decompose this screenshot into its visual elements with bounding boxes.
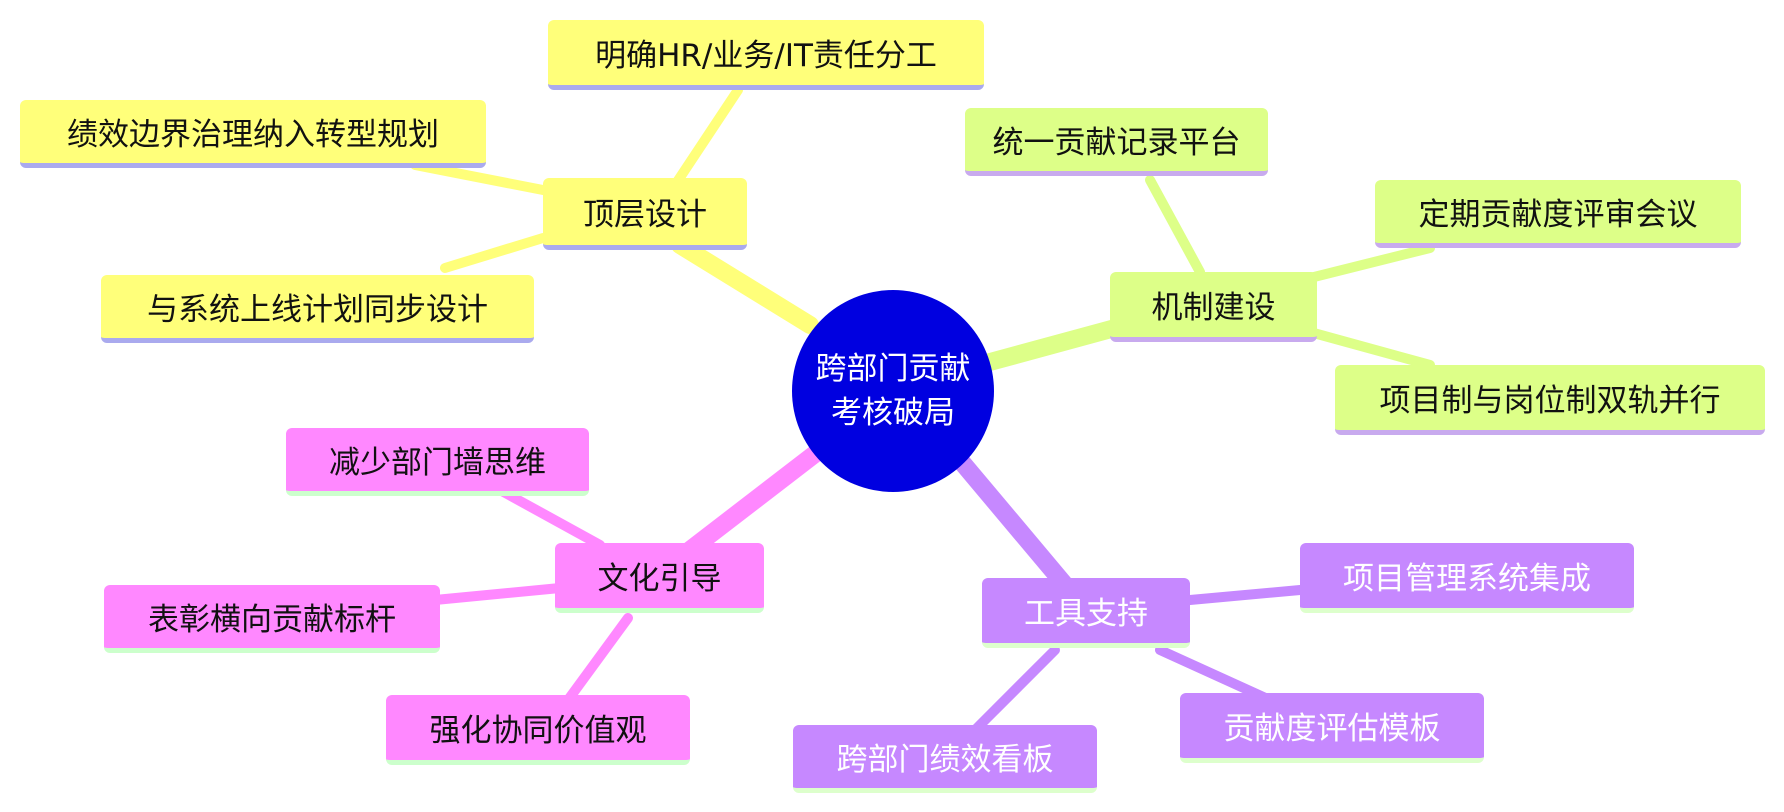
connector-top-design-child-3 (440, 233, 548, 273)
connector-mechanism-child-2 (1305, 243, 1435, 283)
branch-top-design[interactable]: 顶层设计 (543, 178, 747, 250)
connector-tools-child-3 (970, 645, 1060, 735)
top-design-child-label: 与系统上线计划同步设计 (147, 292, 488, 328)
tools-child-label: 项目管理系统集成 (1343, 561, 1591, 597)
connector-tools-child-2 (1155, 645, 1275, 705)
connector-top-design-child-2 (410, 160, 548, 195)
connector-center-culture (681, 441, 829, 559)
mechanism-child-label: 统一贡献记录平台 (992, 125, 1241, 161)
top-design-connectors (410, 85, 819, 334)
culture-connectors (430, 441, 829, 705)
mechanism-child-label: 定期贡献度评审会议 (1418, 197, 1698, 233)
branch-culture-label: 文化引导 (597, 561, 722, 597)
mechanism-child-platform[interactable]: 统一贡献记录平台 (965, 108, 1268, 176)
mechanism-child-review[interactable]: 定期贡献度评审会议 (1375, 180, 1741, 248)
branch-tools-label: 工具支持 (1024, 596, 1148, 632)
top-design-child-sync[interactable]: 与系统上线计划同步设计 (101, 275, 534, 343)
culture-child-label: 减少部门墙思维 (329, 445, 546, 481)
central-topic-line-1: 跨部门贡献 (815, 351, 971, 387)
top-design-child-responsibility[interactable]: 明确HR/业务/IT责任分工 (548, 20, 984, 90)
branch-culture[interactable]: 文化引导 (555, 543, 764, 613)
branch-top-design-label: 顶层设计 (583, 197, 707, 233)
central-topic[interactable]: 跨部门贡献 考核破局 (792, 290, 994, 492)
culture-child-silo[interactable]: 减少部门墙思维 (286, 428, 589, 496)
top-design-child-label: 明确HR/业务/IT责任分工 (595, 38, 937, 74)
connector-top-design-child-1 (670, 85, 743, 190)
tools-connectors (951, 451, 1305, 735)
connector-culture-child-1 (495, 485, 605, 550)
tools-child-pm-integration[interactable]: 项目管理系统集成 (1300, 543, 1634, 613)
top-design-child-boundary[interactable]: 绩效边界治理纳入转型规划 (20, 100, 486, 168)
culture-child-label: 表彰横向贡献标杆 (148, 602, 396, 638)
connector-center-top-design (671, 236, 819, 334)
culture-child-recognition[interactable]: 表彰横向贡献标杆 (104, 585, 440, 653)
connector-center-tools (951, 451, 1074, 594)
tools-child-label: 贡献度评估模板 (1223, 711, 1441, 747)
connector-tools-child-1 (1185, 585, 1305, 605)
connector-culture-child-2 (430, 583, 565, 605)
mechanism-child-dual-track[interactable]: 项目制与岗位制双轨并行 (1335, 365, 1765, 435)
connector-center-mechanism (981, 319, 1124, 371)
top-design-child-label: 绩效边界治理纳入转型规划 (67, 117, 439, 153)
tools-child-dashboard[interactable]: 跨部门绩效看板 (793, 725, 1097, 793)
tools-child-label: 跨部门绩效看板 (836, 742, 1054, 778)
connector-mechanism-child-1 (1145, 175, 1205, 277)
connector-culture-child-3 (563, 613, 633, 705)
mechanism-child-label: 项目制与岗位制双轨并行 (1379, 383, 1721, 419)
central-topic-line-2: 考核破局 (831, 395, 955, 431)
branch-mechanism[interactable]: 机制建设 (1110, 272, 1317, 342)
connector-mechanism-child-3 (1305, 327, 1435, 370)
branch-tools[interactable]: 工具支持 (982, 578, 1190, 648)
branch-mechanism-label: 机制建设 (1151, 290, 1276, 326)
culture-child-collaboration[interactable]: 强化协同价值观 (386, 695, 690, 765)
mechanism-connectors (981, 175, 1435, 371)
tools-child-template[interactable]: 贡献度评估模板 (1180, 693, 1484, 763)
culture-child-label: 强化协同价值观 (429, 713, 647, 749)
